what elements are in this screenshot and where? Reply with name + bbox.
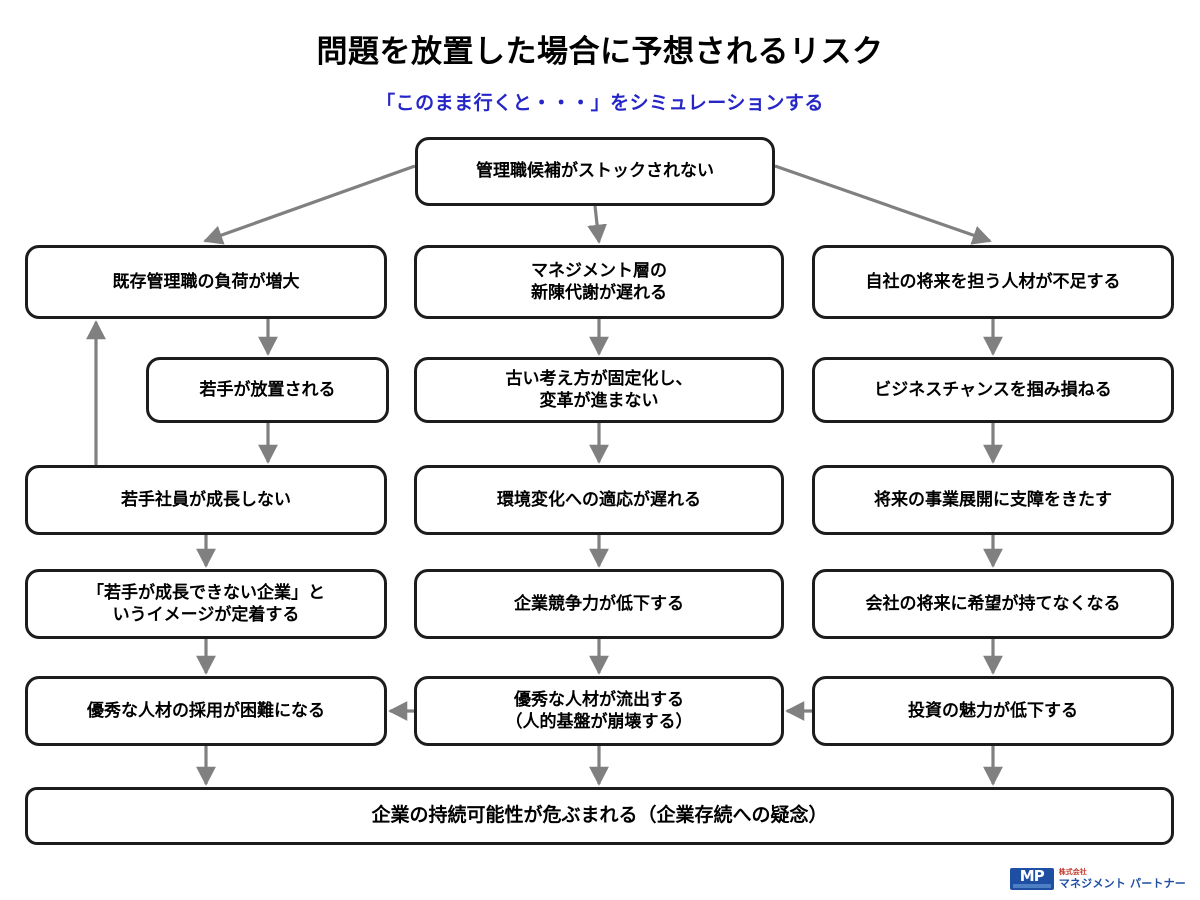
flow-node-c4: 企業競争力が低下する — [414, 569, 784, 639]
flow-node-root: 管理職候補がストックされない — [415, 137, 775, 206]
mp-logo-underbar — [1012, 884, 1051, 888]
flow-node-r3: 将来の事業展開に支障をきたす — [812, 465, 1174, 535]
flow-node-c1: マネジメント層の新陳代謝が遅れる — [414, 245, 784, 319]
flow-node-r4: 会社の将来に希望が持てなくなる — [812, 569, 1174, 639]
flow-node-l5: 優秀な人材の採用が困難になる — [25, 676, 387, 746]
connector-root-to-r1 — [774, 164, 992, 245]
connector-root-to-c1 — [587, 205, 607, 244]
flow-node-c3: 環境変化への適応が遅れる — [414, 465, 784, 535]
flow-node-bottom: 企業の持続可能性が危ぶまれる（企業存続への疑念） — [25, 787, 1174, 845]
flow-node-r1: 自社の将来を担う人材が不足する — [812, 245, 1174, 319]
connector-root-to-l1 — [203, 164, 416, 245]
page-title: 問題を放置した場合に予想されるリスク — [316, 34, 884, 70]
mp-logo-letters: MP — [1019, 868, 1045, 885]
flow-node-r5: 投資の魅力が低下する — [812, 676, 1174, 746]
flow-node-l3: 若手社員が成長しない — [25, 465, 387, 535]
mp-logo-icon: MP — [1009, 868, 1054, 890]
logo-company-prefix: 株式会社 — [1058, 868, 1087, 876]
flow-node-c5: 優秀な人材が流出する（人的基盤が崩壊する） — [414, 676, 784, 746]
logo-text-block: 株式会社 マネジメント パートナー — [1058, 868, 1186, 890]
flow-node-l2: 若手が放置される — [146, 357, 389, 423]
page-subtitle: 「このまま行くと・・・」をシミュレーションする — [376, 92, 824, 114]
flow-node-r2: ビジネスチャンスを掴み損ねる — [812, 357, 1174, 423]
company-logo: MP 株式会社 マネジメント パートナー — [1009, 868, 1186, 890]
flow-node-c2: 古い考え方が固定化し、変革が進まない — [414, 357, 784, 423]
flow-node-l4: 「若手が成長できない企業」というイメージが定着する — [25, 569, 387, 639]
flow-node-l1: 既存管理職の負荷が増大 — [25, 245, 387, 319]
logo-company-name: マネジメント パートナー — [1058, 877, 1186, 890]
